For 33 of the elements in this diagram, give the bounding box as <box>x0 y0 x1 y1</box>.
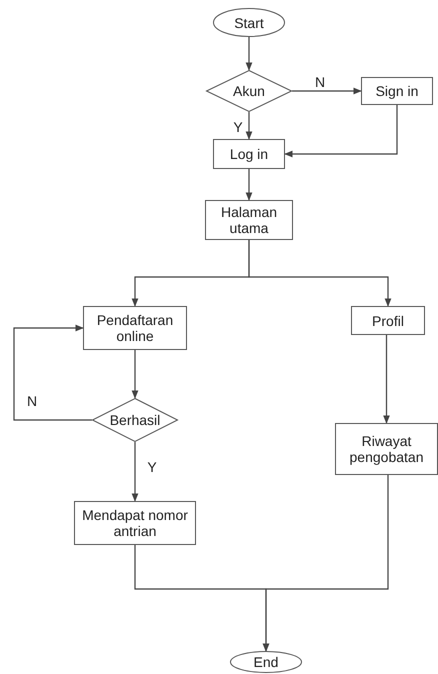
process-box <box>83 306 187 350</box>
arrow <box>246 112 252 140</box>
node-label: Profil <box>371 312 405 328</box>
node-label: Riwayat pengobatan <box>348 433 424 465</box>
process-box <box>351 306 425 335</box>
process-box <box>205 200 293 240</box>
process-box <box>213 139 285 169</box>
process-box <box>361 77 433 105</box>
process-box <box>335 423 438 475</box>
node-label: Halaman utama <box>220 204 278 236</box>
node-label: Akun <box>232 83 266 99</box>
node-label: Pendaftaran online <box>96 312 174 344</box>
arrow <box>132 350 138 399</box>
node-label: End <box>252 654 280 670</box>
node-label: Berhasil <box>108 412 162 428</box>
edge-label: Y <box>233 119 243 135</box>
arrow <box>262 475 389 652</box>
edge-label: N <box>26 393 38 409</box>
edge-label: Y <box>147 459 157 475</box>
arrow <box>292 88 362 94</box>
node-label: Start <box>233 14 265 30</box>
node-label: Log in <box>228 146 270 162</box>
arrow <box>246 169 252 201</box>
arrow <box>246 37 252 71</box>
edge-label: N <box>314 74 326 90</box>
node-label: Mendapat nomor antrian <box>81 507 189 539</box>
arrow <box>284 105 398 158</box>
arrow <box>13 324 92 421</box>
arrow <box>383 335 390 424</box>
node-label: Sign in <box>374 83 420 99</box>
process-box <box>74 501 196 545</box>
arrow <box>248 240 392 307</box>
arrow <box>132 442 138 502</box>
